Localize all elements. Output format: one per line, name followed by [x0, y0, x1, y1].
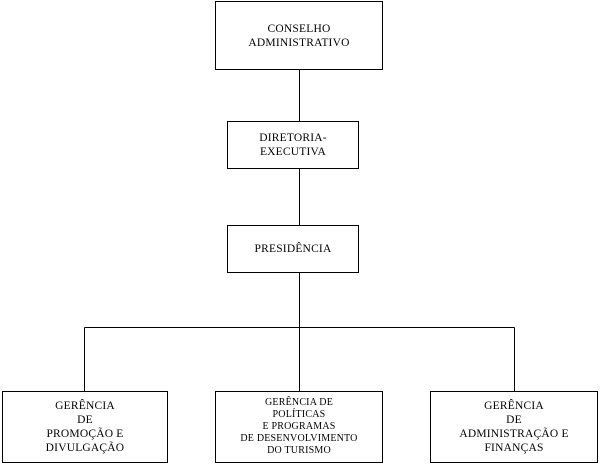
diretoria-executiva-box: DIRETORIA- EXECUTIVA: [227, 121, 359, 169]
box-label-line: POLÍTICAS: [272, 409, 326, 420]
box-label-line: GERÊNCIA DE: [264, 397, 334, 408]
box-label-line: DIVULGAÇÃO: [45, 442, 125, 454]
box-label-line: GERÊNCIA: [55, 400, 115, 412]
box-label-line: GERÊNCIA: [484, 400, 544, 412]
conselho-administrativo-box: CONSELHO ADMINISTRATIVO: [215, 1, 383, 70]
box-label-line: ADMINISTRAÇÃO E: [459, 428, 569, 440]
gerencia-promocao-divulgacao-box: GERÊNCIA DE PROMOÇÃO E DIVULGAÇÃO: [2, 391, 168, 463]
box-label-line: PROMOÇÃO E: [46, 428, 124, 440]
box-label-line: PRESIDÊNCIA: [254, 243, 332, 255]
box-label-line: FINANÇAS: [484, 442, 544, 454]
presidencia-box: PRESIDÊNCIA: [227, 225, 359, 273]
box-label-line: DE DESENVOLVIMENTO: [240, 433, 358, 444]
gerencia-politicas-programas-box: GERÊNCIA DE POLÍTICAS E PROGRAMAS DE DES…: [215, 391, 383, 463]
box-label-line: CONSELHO: [267, 22, 331, 35]
box-label-line: E PROGRAMAS: [262, 421, 336, 432]
box-label-line: ADMINISTRATIVO: [248, 36, 350, 49]
box-label-line: DE: [506, 414, 522, 426]
box-label-line: DO TURISMO: [267, 445, 331, 456]
gerencia-administracao-financas-box: GERÊNCIA DE ADMINISTRAÇÃO E FINANÇAS: [430, 391, 598, 463]
box-label-line: DIRETORIA-: [259, 132, 327, 144]
box-label-line: DE: [77, 414, 93, 426]
box-label-line: EXECUTIVA: [259, 146, 327, 158]
